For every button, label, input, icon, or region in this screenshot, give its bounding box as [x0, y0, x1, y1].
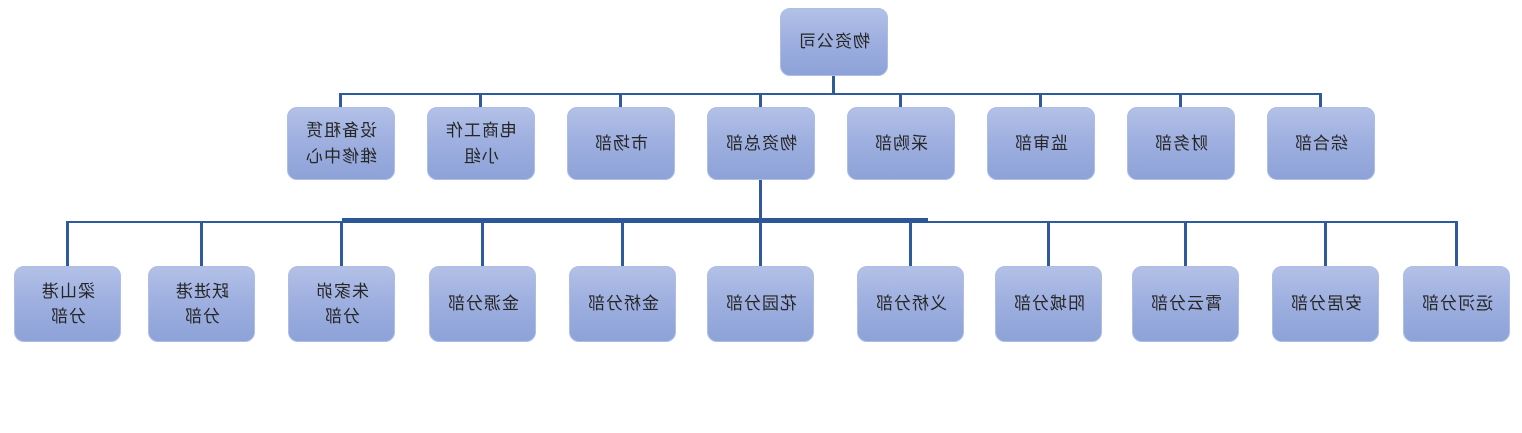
- org-node-label: 金源分部: [447, 294, 519, 314]
- connector-root-stub: [832, 76, 836, 94]
- org-node-label: 跃进港: [175, 281, 229, 301]
- org-node-label: 阳城分部: [1013, 294, 1085, 314]
- connector-drop-yiqiao: [909, 221, 913, 266]
- org-node-label: 小组: [463, 146, 499, 166]
- connector-drop-dianshang: [479, 93, 483, 107]
- connector-drop-jinqiao: [621, 221, 625, 266]
- org-node-root: 物资公司: [780, 8, 888, 76]
- org-node-label: 花园分部: [725, 294, 797, 314]
- org-node-label: 梁山港: [41, 281, 95, 301]
- connector-drop-caigoubu: [899, 93, 903, 107]
- org-node-zhujiamao: 朱家峁分部: [288, 266, 396, 342]
- org-node-label: 财务部: [1154, 133, 1208, 153]
- connector-level3-rail-thick: [342, 218, 928, 223]
- org-node-label: 电商工作: [445, 121, 517, 140]
- connector-drop-yangcheng: [1047, 221, 1051, 266]
- org-node-jinqiao: 金桥分部: [569, 266, 677, 342]
- connector-drop-zonghebu: [1319, 93, 1323, 107]
- connector-drop-liangshangang: [66, 221, 70, 266]
- connector-drop-yuejingang: [200, 221, 204, 266]
- org-node-dianshang: 电商工作小组: [427, 107, 535, 180]
- org-node-xiaoyun: 霄云分部: [1132, 266, 1240, 342]
- org-node-label: 市场部: [594, 133, 648, 153]
- org-node-label: 霄云分部: [1150, 294, 1222, 314]
- connector-drop-caiwubu: [1179, 93, 1183, 107]
- org-node-label: 采购部: [874, 133, 928, 153]
- org-node-liangshangang: 梁山港分部: [14, 266, 122, 342]
- connector-drop-jinyuan: [481, 221, 485, 266]
- org-node-label: 监审部: [1014, 133, 1068, 153]
- org-node-yiqiao: 义桥分部: [857, 266, 965, 342]
- org-node-label: 设备租赁: [305, 121, 377, 140]
- org-node-label: 义桥分部: [875, 294, 947, 314]
- connector-drop-jianshenbu: [1039, 93, 1043, 107]
- connector-drop-anju: [1324, 221, 1328, 266]
- org-node-label: 维修中心: [305, 146, 377, 166]
- org-node-label: 安居分部: [1290, 294, 1362, 314]
- org-node-caiwubu: 财务部: [1127, 107, 1235, 180]
- connector-drop-shichangbu: [619, 93, 623, 107]
- org-node-caigoubu: 采购部: [847, 107, 955, 180]
- org-node-jianshenbu: 监审部: [987, 107, 1095, 180]
- connector-level2-rail: [341, 93, 1321, 95]
- connector-drop-yunhe: [1455, 221, 1459, 266]
- org-node-label: 分部: [184, 307, 220, 326]
- org-node-label: 运河分部: [1421, 294, 1493, 314]
- org-node-label: 分部: [50, 307, 86, 326]
- org-node-label: 朱家峁: [315, 281, 369, 301]
- org-node-label: 物资总部: [725, 133, 797, 153]
- org-node-label: 金桥分部: [587, 294, 659, 314]
- connector-drop-xiaoyun: [1184, 221, 1188, 266]
- org-node-anju: 安居分部: [1272, 266, 1380, 342]
- org-node-label: 分部: [324, 307, 360, 326]
- org-node-shichangbu: 市场部: [567, 107, 675, 180]
- org-node-huayuan: 花园分部: [707, 266, 815, 342]
- org-node-jinyuan: 金源分部: [429, 266, 537, 342]
- org-node-yangcheng: 阳城分部: [995, 266, 1103, 342]
- connector-drop-zhujiamao: [340, 221, 344, 266]
- connector-drop-huayuan: [759, 221, 763, 266]
- org-node-shebeizulin: 设备租赁维修中心: [287, 107, 395, 180]
- org-node-label: 综合部: [1294, 133, 1348, 153]
- org-node-label: 物资公司: [798, 32, 870, 52]
- org-node-zonghebu: 综合部: [1267, 107, 1375, 180]
- org-node-yunhe: 运河分部: [1403, 266, 1511, 342]
- connector-parent-stub: [759, 180, 763, 222]
- connector-drop-wuzizongbu: [759, 93, 763, 107]
- org-node-wuzizongbu: 物资总部: [707, 107, 815, 180]
- org-node-yuejingang: 跃进港分部: [148, 266, 256, 342]
- connector-drop-shebeizulin: [339, 93, 343, 107]
